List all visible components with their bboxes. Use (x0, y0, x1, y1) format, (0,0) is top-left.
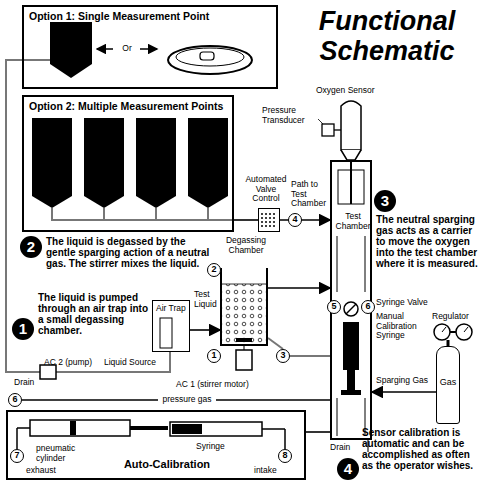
line-label: pressure gas (158, 395, 216, 405)
node-text: Option 1: Single Measurement Point (29, 10, 269, 22)
node-text: Air Trap (156, 304, 188, 314)
port-number: 6 (361, 300, 375, 314)
port-number: 3 (276, 349, 290, 363)
part-label: Liquid Source (104, 358, 164, 368)
part-label: exhaust (26, 466, 66, 476)
connector (268, 287, 330, 289)
part-label: Syringe Valve (376, 298, 446, 308)
node-text: Auto-Calibration (112, 458, 222, 471)
node-text: Gas (437, 377, 459, 387)
part-label: Syringe (196, 442, 236, 452)
part-label: Sparging Gas (376, 376, 434, 386)
callout-number: 1 (12, 318, 34, 340)
air-trap: Air Trap (152, 300, 190, 352)
connector (306, 431, 330, 433)
part-label: Or (117, 44, 137, 54)
part-label: Regulator (432, 312, 478, 322)
valve-control-box: Automated Valve Control (258, 208, 280, 232)
callout-note: The neutral sparging gas acts as a carri… (376, 214, 478, 269)
callout-note: Sensor calibration is automatic and can … (362, 427, 478, 471)
option-2-bins (32, 118, 228, 208)
part-label: pneumatic cylinder (36, 444, 98, 463)
callout-note: The liquid is pumped through an air trap… (38, 292, 148, 336)
port-number: 4 (288, 213, 302, 227)
part-label: Path to Test Chamber (291, 180, 329, 209)
connector (372, 391, 436, 393)
part-label: intake (254, 466, 284, 476)
port-number: 5 (327, 300, 341, 314)
port-number: 1 (207, 349, 221, 363)
part-label: Oxygen Sensor (316, 86, 386, 96)
option-panel: Option 1: Single Measurement Point (22, 5, 278, 89)
diagram-title: Functional Schematic (296, 6, 478, 66)
port-number: 2 (207, 263, 221, 277)
connector (234, 219, 258, 221)
part-label: AC 1 (stirrer motor) (176, 380, 268, 390)
callout-note: The liquid is degassed by the gentle spa… (46, 236, 212, 269)
option-panel: Option 2: Multiple Measurement Points (22, 95, 234, 232)
port-number: 8 (278, 449, 292, 463)
callout-number: 3 (374, 190, 396, 212)
part-label: Drain (14, 378, 44, 388)
valve-dots (261, 211, 277, 229)
node-text: Automated Valve Control (242, 175, 290, 204)
node-text: Option 2: Multiple Measurement Points (29, 100, 229, 112)
option-1-bins (50, 22, 252, 78)
port-number: 7 (10, 449, 24, 463)
part-label: Manual Calibration Syringe (376, 312, 430, 341)
port-number: 6 (8, 393, 22, 407)
node-text: Degassing Chamber (216, 236, 276, 255)
part-label: AC 2 (pump) (44, 358, 102, 368)
callout-number: 2 (20, 236, 42, 258)
connector (190, 329, 220, 331)
degassing-chamber: Degassing Chamber (220, 268, 268, 346)
liquid-lines (6, 60, 330, 372)
regulator (434, 324, 472, 346)
node-text: Test Chamber (334, 212, 372, 231)
part-label: Drain (330, 443, 360, 453)
part-label: Test Liquid (194, 290, 224, 309)
gas-cylinder: Gas (436, 346, 460, 424)
callout-number: 4 (337, 458, 359, 480)
part-label: Pressure Transducer (262, 106, 318, 125)
